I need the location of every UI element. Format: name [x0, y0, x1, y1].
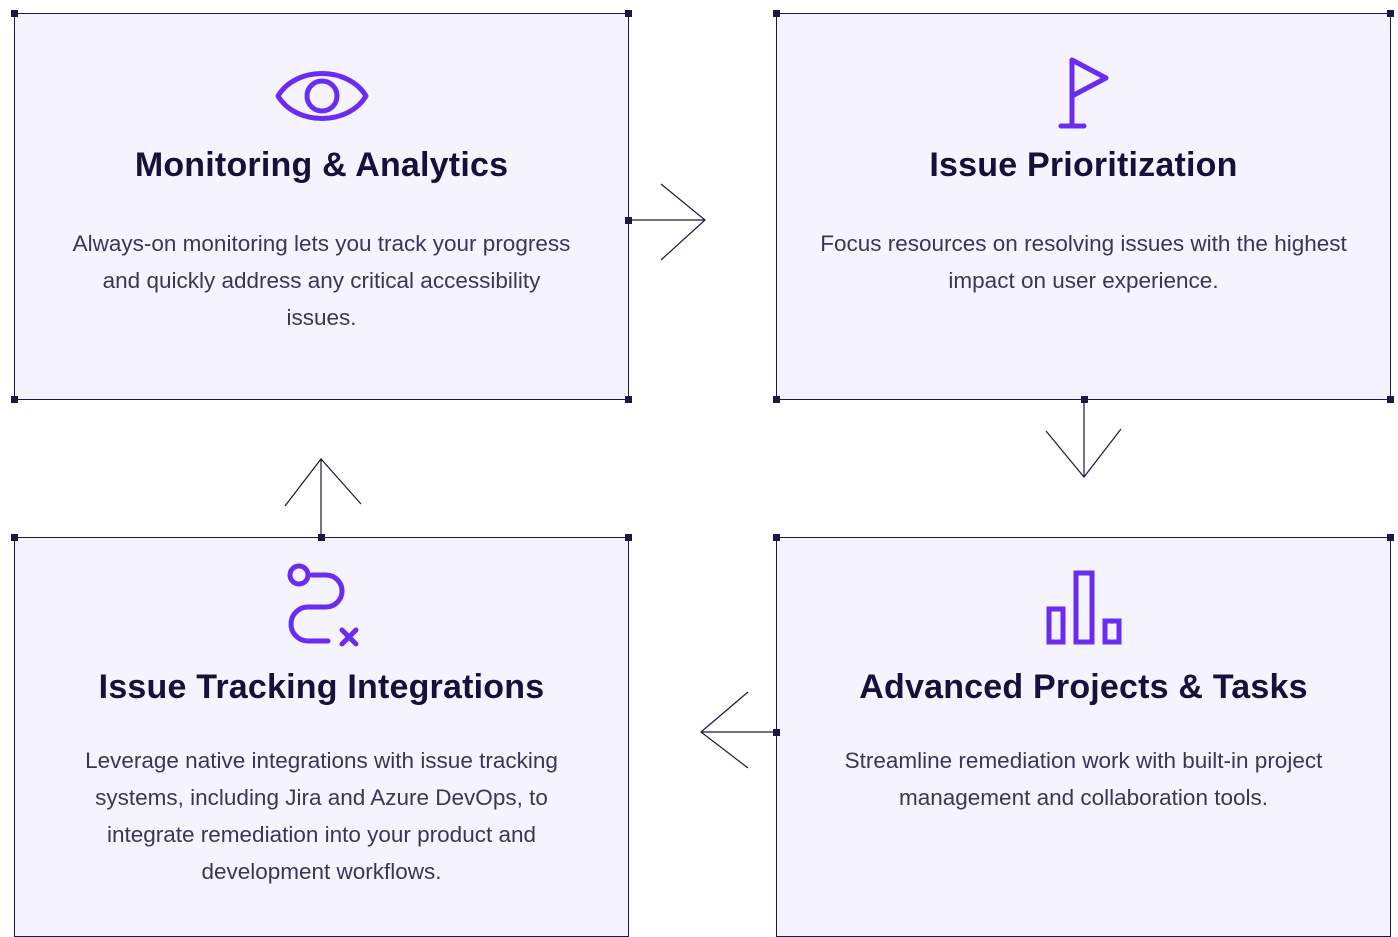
- corner-handle: [773, 10, 780, 17]
- card-title: Advanced Projects & Tasks: [859, 668, 1308, 706]
- corner-handle: [625, 534, 632, 541]
- corner-handle: [1387, 10, 1394, 17]
- connector-handle: [1081, 396, 1088, 403]
- card-description: Always-on monitoring lets you track your…: [72, 231, 571, 330]
- card-title: Issue Tracking Integrations: [98, 668, 545, 706]
- card-description: Focus resources on resolving issues with…: [820, 231, 1347, 293]
- corner-handle: [11, 396, 18, 403]
- arrow-left-connector: [700, 691, 776, 769]
- card-issue-tracking-integrations: Issue Tracking Integrations Leverage nat…: [11, 534, 632, 937]
- route-icon: [282, 562, 362, 657]
- card-monitoring-analytics: Monitoring & Analytics Always-on monitor…: [11, 10, 632, 403]
- card-title: Monitoring & Analytics: [134, 146, 509, 184]
- card-description: Leverage native integrations with issue …: [85, 748, 558, 884]
- arrow-up-connector: [284, 458, 362, 536]
- connector-handle: [318, 534, 325, 541]
- corner-handle: [625, 10, 632, 17]
- card-issue-prioritization: Issue Prioritization Focus resources on …: [773, 10, 1394, 403]
- eye-icon: [274, 64, 370, 133]
- card-description: Streamline remediation work with built-i…: [844, 748, 1323, 810]
- corner-handle: [773, 396, 780, 403]
- corner-handle: [11, 534, 18, 541]
- bar-chart-icon: [1042, 567, 1126, 652]
- corner-handle: [1387, 534, 1394, 541]
- flag-icon: [1056, 54, 1112, 135]
- card-advanced-projects-tasks: Advanced Projects & Tasks Streamline rem…: [773, 534, 1394, 937]
- connector-handle: [625, 217, 632, 224]
- arrow-down-connector: [1045, 400, 1122, 478]
- corner-handle: [11, 10, 18, 17]
- card-title: Issue Prioritization: [929, 146, 1238, 184]
- arrow-right-connector: [629, 183, 706, 261]
- corner-handle: [625, 396, 632, 403]
- corner-handle: [773, 534, 780, 541]
- connector-handle: [773, 729, 780, 736]
- corner-handle: [1387, 396, 1394, 403]
